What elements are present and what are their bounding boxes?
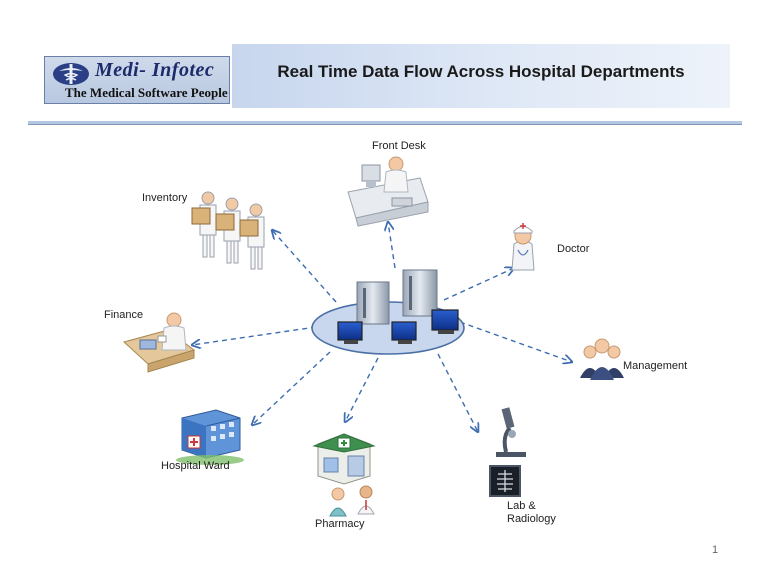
- business-team-icon: [580, 338, 624, 380]
- doctor-icon: [511, 223, 535, 271]
- arrow-finance: [192, 326, 317, 345]
- label-pharmacy: Pharmacy: [315, 518, 365, 530]
- caduceus-icon: [53, 63, 89, 85]
- server-network-icon: [311, 269, 465, 355]
- label-doctor: Doctor: [557, 243, 590, 255]
- arrow-management: [459, 321, 572, 362]
- arrow-lab-radiology: [437, 353, 478, 432]
- boxes-carriers-icon: [191, 191, 265, 270]
- label-lab-radiology: Lab & Radiology: [507, 500, 556, 525]
- arrow-pharmacy: [345, 357, 379, 422]
- label-management: Management: [623, 360, 688, 372]
- arrow-doctor: [443, 268, 514, 301]
- logo-name: Medi- Infotec: [95, 59, 215, 81]
- accountant-desk-icon: [122, 312, 196, 373]
- receptionist-desk-icon: [347, 156, 429, 227]
- arrow-hospital-ward: [252, 351, 331, 425]
- hospital-building-icon: [176, 409, 244, 465]
- label-inventory: Inventory: [142, 192, 188, 204]
- page-number: 1: [712, 544, 719, 556]
- logo: Medi- Infotec The Medical Software Peopl…: [44, 56, 230, 104]
- header-divider: [28, 121, 742, 125]
- label-hospital-ward: Hospital Ward: [161, 460, 230, 472]
- arrow-front-desk: [388, 222, 396, 269]
- label-finance: Finance: [104, 309, 144, 321]
- arrow-inventory: [272, 230, 337, 303]
- logo-tagline: The Medical Software People: [65, 85, 228, 100]
- microscope-xray-icon: [489, 407, 526, 497]
- pharmacy-store-icon: [312, 433, 376, 517]
- flow-arrows: [192, 222, 572, 432]
- label-front-desk: Front Desk: [372, 140, 426, 152]
- header-band: [232, 44, 730, 108]
- slide-title: Real Time Data Flow Across Hospital Depa…: [277, 62, 685, 81]
